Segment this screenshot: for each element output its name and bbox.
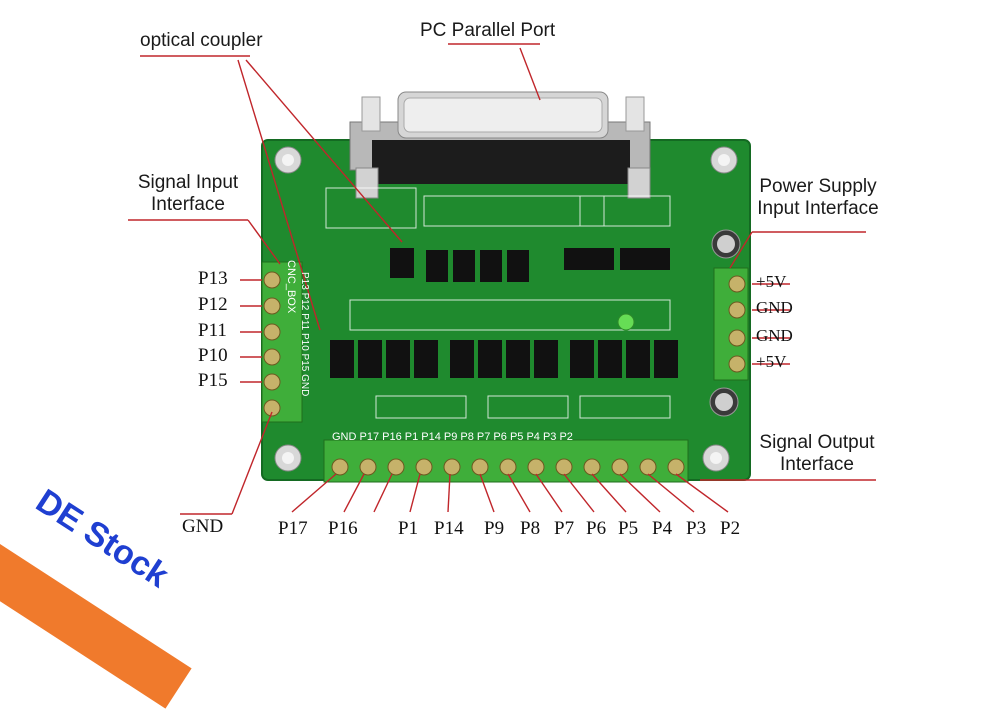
output-pin-label: P9 <box>484 518 505 539</box>
signal-input-line1: Signal Input <box>137 172 239 193</box>
input-terminal-block <box>261 261 303 423</box>
output-pin-label: P5 <box>618 518 639 539</box>
silk-board-name: CNC_BOX <box>285 260 297 314</box>
input-pin-label: P10 <box>198 345 228 366</box>
product-photo: GND P17 P16 P1 P14 P9 P8 P7 P6 P5 P4 P3 … <box>128 43 876 515</box>
output-pin-label: P17 <box>278 518 308 539</box>
input-pin-label: P13 <box>198 268 228 289</box>
input-pin-label: P12 <box>198 294 228 315</box>
input-pin-label: P15 <box>198 370 228 391</box>
capacitors <box>709 229 741 417</box>
silk-input-header: P13 P12 P11 P10 P15 GND <box>299 272 310 396</box>
output-pin-label: P16 <box>328 518 358 539</box>
power-pin-label: +5V <box>756 272 787 291</box>
signal-output-line2: Interface <box>780 454 854 475</box>
board-silkscreen: GND P17 P16 P1 P14 P9 P8 P7 P6 P5 P4 P3 … <box>285 260 573 443</box>
output-pin-label: P6 <box>586 518 607 539</box>
pcb-board <box>261 139 751 481</box>
leader-lines <box>128 43 876 515</box>
signal-input-line2: Interface <box>151 194 225 215</box>
power-supply-label: Power Supply Input Interface <box>748 176 888 220</box>
signal-output-line1: Signal Output <box>759 432 875 453</box>
output-pin-label: P14 <box>434 518 464 539</box>
db25-connector <box>349 91 651 199</box>
output-pin-label: P4 <box>652 518 673 539</box>
output-pin-label: P2 <box>720 518 741 539</box>
output-terminal-block <box>323 439 689 483</box>
board-illustration: GND P17 P16 P1 P14 P9 P8 P7 P6 P5 P4 P3 … <box>128 43 876 515</box>
power-pin-label: GND <box>756 298 793 317</box>
optocoupler-chips <box>330 248 678 378</box>
power-terminal-block <box>713 267 749 381</box>
output-pin-label: P7 <box>554 518 575 539</box>
silk-output-header: GND P17 P16 P1 P14 P9 P8 P7 P6 P5 P4 P3 … <box>332 431 573 443</box>
power-supply-line2: Input Interface <box>757 198 879 219</box>
power-pin-label: GND <box>756 326 793 345</box>
output-pin-label: P8 <box>520 518 541 539</box>
signal-output-label: Signal Output Interface <box>752 432 882 476</box>
power-pin-label: +5V <box>756 352 787 371</box>
power-supply-line1: Power Supply <box>759 176 877 197</box>
mounting-holes <box>274 146 738 472</box>
input-pin-label: P11 <box>198 320 227 341</box>
ground-label: GND <box>182 516 224 537</box>
output-pin-label: P1 <box>398 518 419 539</box>
optical-coupler-label: optical coupler <box>140 30 263 51</box>
status-led <box>617 313 635 331</box>
output-pin-label: P3 <box>686 518 707 539</box>
signal-input-label: Signal Input Interface <box>132 172 244 216</box>
silkscreen-marks <box>325 187 671 419</box>
pc-parallel-port-label: PC Parallel Port <box>420 20 556 41</box>
